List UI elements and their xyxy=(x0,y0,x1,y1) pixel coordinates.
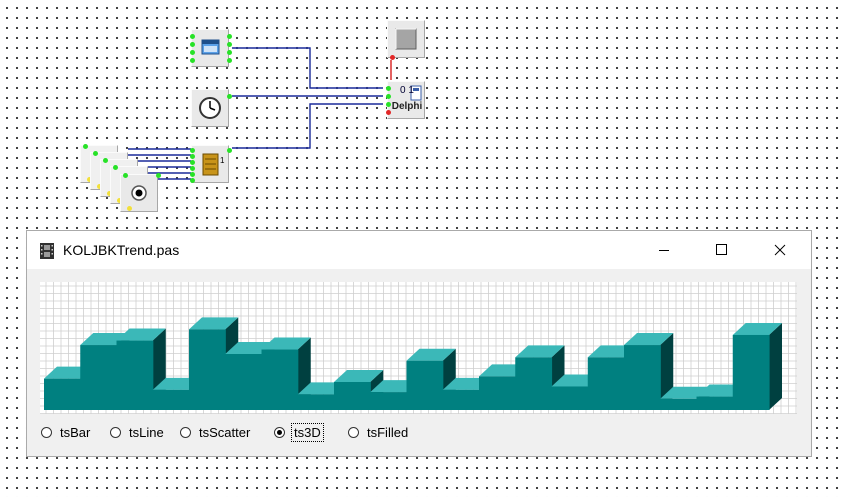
connection-wires xyxy=(128,47,392,180)
bar-front xyxy=(80,345,118,410)
radio-button-component[interactable] xyxy=(120,173,161,212)
trend-window: KOLJBKTrend.pas tsBar tsLine tsScatter t… xyxy=(26,230,812,457)
radio-ts3d[interactable]: ts3D xyxy=(274,422,324,442)
bar-front xyxy=(587,357,625,410)
bar-top xyxy=(334,370,384,382)
bar-top xyxy=(189,317,239,330)
delphi-digits: 0 1 xyxy=(400,85,414,96)
bar-front xyxy=(152,389,190,410)
form-designer: 1 0 1 Delphi xyxy=(0,0,843,230)
bar-top xyxy=(660,386,710,399)
radio-circle-icon[interactable] xyxy=(41,426,52,438)
timer-component[interactable] xyxy=(191,89,232,127)
bar-top xyxy=(116,328,166,341)
bar-side xyxy=(769,322,782,410)
bar-front xyxy=(370,392,408,410)
maximize-button[interactable] xyxy=(693,231,751,269)
close-button[interactable] xyxy=(751,231,809,269)
clock-icon xyxy=(199,97,221,119)
title-bar[interactable]: KOLJBKTrend.pas xyxy=(27,231,811,269)
radio-circle-icon[interactable] xyxy=(180,426,191,438)
bar-top xyxy=(515,345,565,358)
delphi-component[interactable]: 0 1 Delphi xyxy=(386,81,425,119)
trend-chart-svg xyxy=(40,282,797,414)
radio-label: tsBar xyxy=(60,424,91,440)
delphi-icon xyxy=(410,85,422,101)
bar-top xyxy=(624,333,674,346)
radio-label: tsScatter xyxy=(199,424,251,440)
bar-front xyxy=(406,360,444,410)
radio-label: tsFilled xyxy=(367,424,409,440)
maximize-icon xyxy=(716,244,727,255)
bar-front xyxy=(660,398,698,410)
bar-front xyxy=(624,345,661,410)
radio-tsline[interactable]: tsLine xyxy=(110,423,164,441)
radio-circle-checked-icon[interactable] xyxy=(274,426,285,438)
radio-label: ts3D xyxy=(291,422,324,442)
form-component[interactable] xyxy=(190,29,232,67)
bar-top xyxy=(732,322,782,335)
bar-front xyxy=(732,334,770,410)
minimize-button[interactable] xyxy=(635,231,693,269)
delphi-label: Delphi xyxy=(391,101,423,112)
form-icon xyxy=(201,39,220,55)
bar-front xyxy=(189,329,226,410)
list-component[interactable]: 1 xyxy=(190,145,232,183)
bar-front xyxy=(696,396,734,410)
radio-tsbar[interactable]: tsBar xyxy=(41,423,90,441)
radio-circle-icon[interactable] xyxy=(110,426,121,438)
bar-top xyxy=(406,348,456,361)
panel-component[interactable] xyxy=(387,20,425,60)
bar-front xyxy=(261,349,299,410)
radio-tsfilled[interactable]: tsFilled xyxy=(348,423,408,441)
film-icon xyxy=(40,243,54,259)
bar-top xyxy=(261,337,311,350)
bar-front xyxy=(551,386,589,410)
trend-chart xyxy=(40,282,797,414)
book-icon: 1 xyxy=(202,153,225,176)
bar-front xyxy=(44,378,81,410)
radio-circle-icon[interactable] xyxy=(348,426,359,438)
radio-button-icon xyxy=(131,185,147,201)
bar-front xyxy=(515,357,553,410)
bar-front xyxy=(334,382,371,410)
minimize-icon xyxy=(659,250,669,251)
radio-tsscatter[interactable]: tsScatter xyxy=(180,423,250,441)
bar-front xyxy=(225,354,263,410)
close-icon xyxy=(774,244,786,256)
bar-front xyxy=(442,389,480,410)
bar-front xyxy=(297,394,335,410)
chart-style-radio-group: tsBar tsLine tsScatter ts3D tsFilled xyxy=(41,422,801,443)
svg-text:1: 1 xyxy=(220,156,225,165)
bar-front xyxy=(479,376,516,410)
window-title: KOLJBKTrend.pas xyxy=(63,242,180,258)
bar-front xyxy=(116,340,154,410)
panel-icon xyxy=(395,28,417,50)
radio-label: tsLine xyxy=(129,424,164,440)
